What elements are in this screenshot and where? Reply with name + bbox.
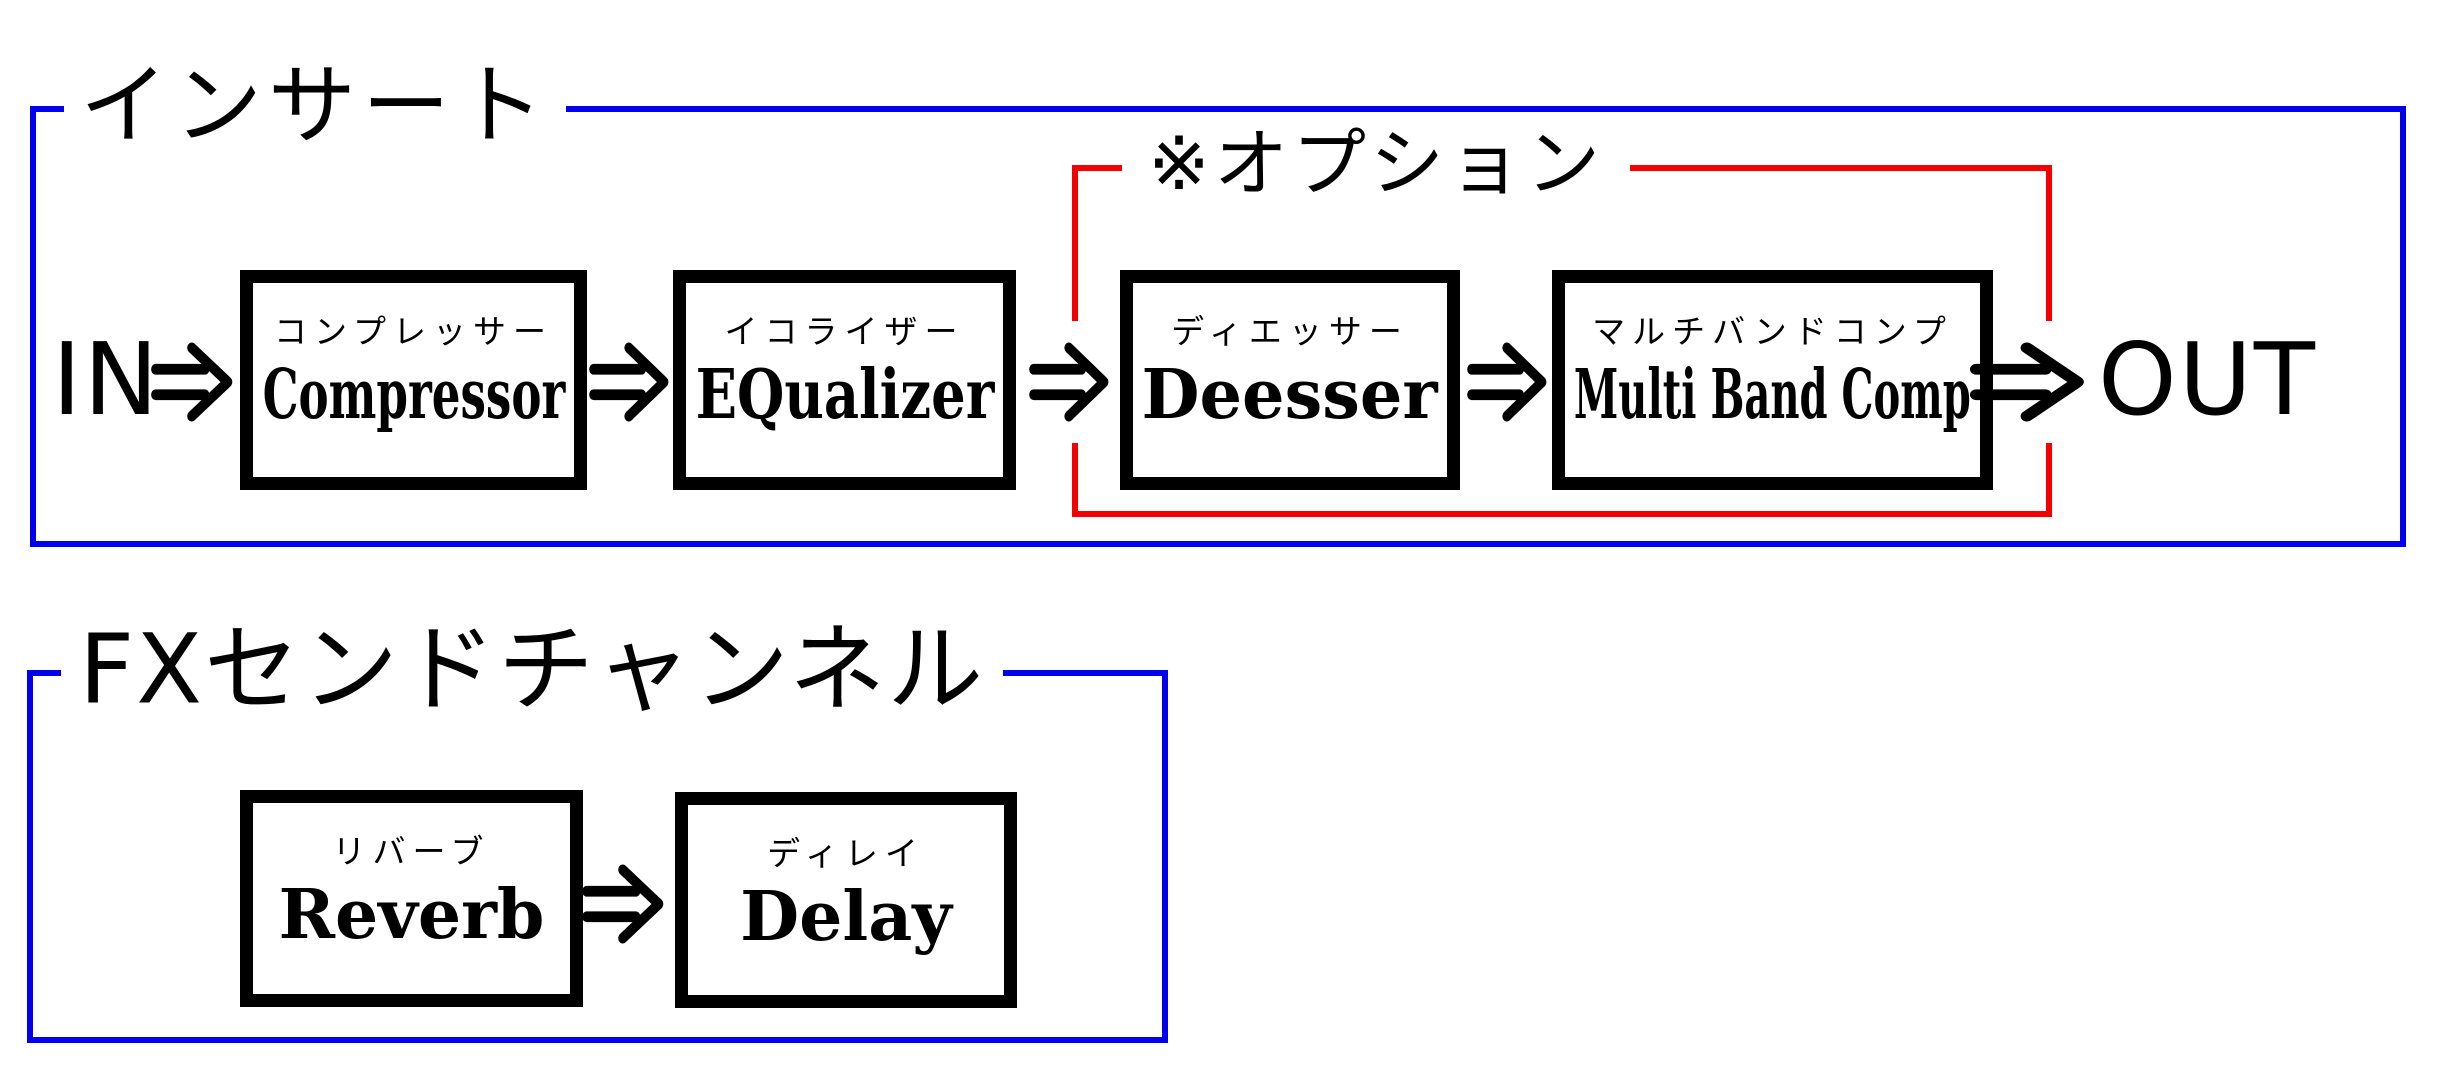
node-compressor-en-label: Compressor (262, 355, 565, 435)
input-terminal-label: IN (52, 321, 161, 438)
option-group-title: ※オプション (1122, 125, 1631, 204)
flow-arrow-icon (1969, 342, 2084, 422)
flow-arrow-icon (1029, 342, 1109, 422)
option-frame-gap-left (1070, 321, 1080, 443)
node-deesser-en-label: Deesser (1141, 355, 1439, 435)
option-group-frame: ※オプション (1070, 125, 2054, 517)
node-deesser-jp-label: ディエッサー (1171, 312, 1409, 351)
flow-arrow-icon (1467, 342, 1547, 422)
node-reverb-en-label: Reverb (278, 875, 545, 955)
node-compressor-jp-label: コンプレッサー (273, 312, 553, 351)
node-multi-band-comp: マルチバンドコンプ Multi Band Comp (1552, 270, 1993, 490)
fx-send-section-title: FXセンドチャンネル (61, 619, 1004, 721)
node-multi-band-comp-en-label: Multi Band Comp (1574, 355, 1971, 435)
node-delay-jp-label: ディレイ (767, 834, 925, 873)
node-equalizer-jp-label: イコライザー (724, 312, 965, 351)
node-compressor: コンプレッサー Compressor (240, 270, 587, 490)
node-deesser: ディエッサー Deesser (1120, 270, 1460, 490)
node-multi-band-comp-jp-label: マルチバンドコンプ (1592, 312, 1953, 351)
flow-arrow-icon (582, 864, 664, 944)
node-reverb: リバーブ Reverb (240, 790, 583, 1007)
node-equalizer: イコライザー EQualizer (673, 270, 1016, 490)
node-reverb-jp-label: リバーブ (332, 832, 491, 871)
node-equalizer-en-label: EQualizer (695, 355, 994, 435)
option-frame-gap-right (2044, 321, 2054, 443)
insert-section-title: インサート (64, 59, 567, 153)
insert-section-frame: インサート ※オプション IN コンプレッサー Compressor イコライザ… (30, 59, 2406, 547)
fx-send-section-frame: FXセンドチャンネル リバーブ Reverb ディレイ Delay (27, 619, 1168, 1043)
node-delay: ディレイ Delay (675, 792, 1017, 1008)
node-delay-en-label: Delay (740, 877, 952, 957)
flow-arrow-icon (589, 342, 669, 422)
flow-arrow-icon (151, 342, 233, 422)
output-terminal-label: OUT (2098, 321, 2317, 438)
